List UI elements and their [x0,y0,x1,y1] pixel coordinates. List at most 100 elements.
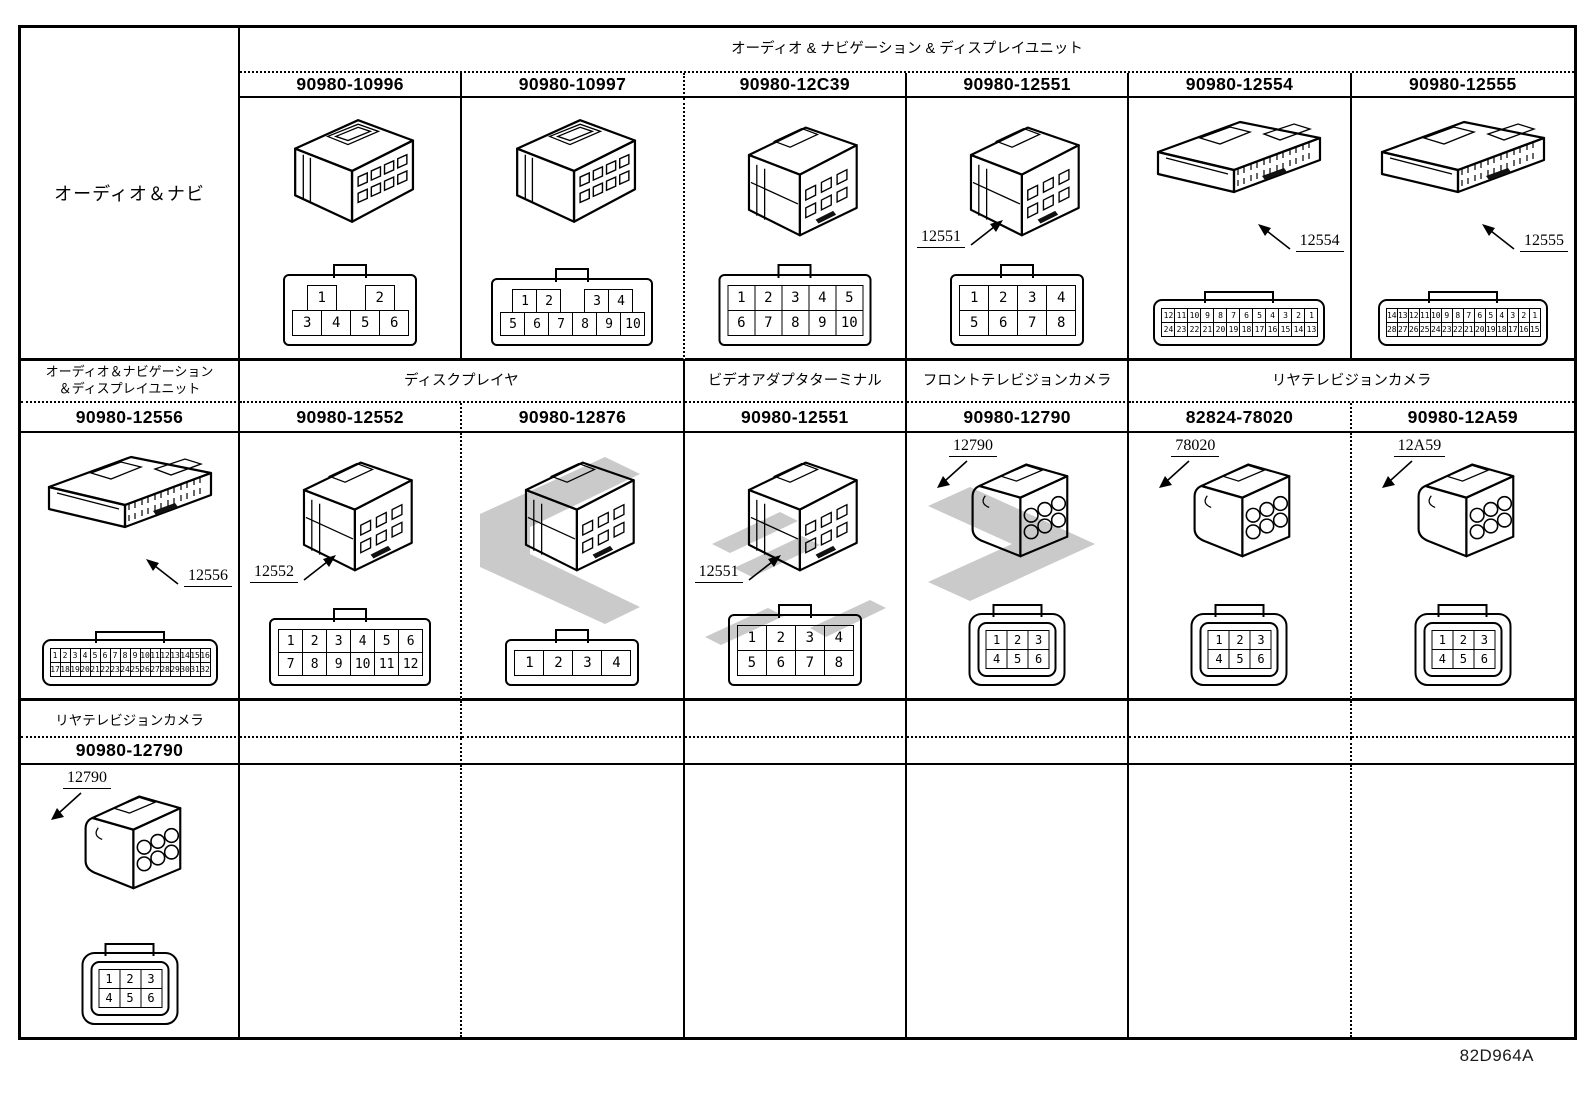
pin-number: 9 [326,652,352,676]
part-number: 90980-12A59 [1351,403,1574,433]
connector-3d-drawing [266,108,434,240]
part-number: 90980-12551 [684,403,907,433]
pin-number: 17 [1252,322,1267,337]
callout-arrow [1481,224,1515,250]
part-number: 90980-12555 [1351,73,1574,98]
callout-arrow [146,559,179,585]
callout: 12556 [142,557,232,587]
pin-number: 2 [1228,630,1251,650]
pin-number: 8 [1046,310,1077,336]
pin-number: 8 [823,650,854,676]
part-number: 90980-12556 [21,403,240,433]
latch-tab [555,268,590,282]
pin-number: 11 [374,652,400,676]
callout-arrow [1257,224,1291,250]
pin-number: 3 [1278,308,1293,323]
latch-tab [1437,604,1488,617]
part-number: 90980-10996 [240,73,463,98]
pin-number: 1 [959,285,990,311]
pin-number: 6 [1027,649,1050,669]
pin-number: 5 [736,650,767,676]
callout-label: 12790 [63,769,111,789]
pin-number: 4 [1431,649,1454,669]
pin-number: 7 [754,310,783,336]
empty-cell [1351,738,1574,765]
section2-group-header: ビデオアダプタターミナル [684,361,907,403]
pin-number: 4 [321,310,352,336]
pin-number: 3 [572,650,603,676]
pin-number: 5 [959,310,990,336]
pin-number: 4 [985,649,1008,669]
watermark [480,457,1095,645]
pin-number: 3 [1473,630,1496,650]
pin-number: 13 [1304,322,1319,337]
callout: 12551 [694,553,785,583]
part-number: 82824-78020 [1129,403,1352,433]
pin-number: 1 [985,630,1008,650]
pin-number: 2 [754,285,783,311]
pin-number: 3 [584,289,610,313]
part-number: 90980-12790 [906,403,1130,433]
callout: 12552 [250,553,340,583]
pin-number: 3 [1027,630,1050,650]
callout-label: 12556 [184,567,232,587]
pin-number: 9 [808,310,837,336]
empty-cell [685,765,907,1037]
pin-number: 1 [514,650,545,676]
callout-label: 78020 [1171,437,1220,457]
section1-group-header: オーディオ & ナビゲーション & ディスプレイユニット [240,28,1574,73]
callout: 78020 [1155,437,1220,491]
pin-number: 10 [350,652,376,676]
pin-number: 10 [835,310,864,336]
pin-number: 12 [398,652,424,676]
callout: 12790 [47,769,111,823]
part-number: 90980-10997 [462,73,685,98]
pin-number: 1 [1304,308,1319,323]
pin-number: 1 [306,285,337,311]
latch-tab [333,264,368,278]
pin-number: 32 [199,662,211,677]
callout-label: 12555 [1519,232,1568,252]
pin-number: 7 [1226,308,1241,323]
pin-number: 2 [364,285,395,311]
section3-group-header: リヤテレビジョンカメラ [21,701,240,738]
pin-number: 10 [1187,308,1202,323]
pin-number: 2 [765,625,796,651]
empty-cell [906,738,1130,765]
callout: 12554 [1254,222,1344,252]
pin-number: 1 [1528,308,1541,323]
pin-number: 4 [1046,285,1077,311]
callout-label: 12790 [948,437,997,457]
latch-tab [333,608,368,622]
pin-number: 2 [536,289,562,313]
page-code: 82D964A [1459,1046,1534,1065]
connector-3d-drawing [488,108,656,240]
callout-label: 12552 [250,563,298,583]
pin-number: 12 [1161,308,1176,323]
group-header-text: ディスクプレイヤ [404,372,519,389]
empty-cell [906,701,1130,738]
callout-arrow [1159,460,1190,488]
pin-number: 8 [1213,308,1228,323]
pin-number: 6 [765,650,796,676]
pin-number: 16 [1265,322,1280,337]
callout-label: 12551 [916,228,965,248]
pin-number: 20 [1213,322,1228,337]
connector-3d-drawing [31,443,229,555]
